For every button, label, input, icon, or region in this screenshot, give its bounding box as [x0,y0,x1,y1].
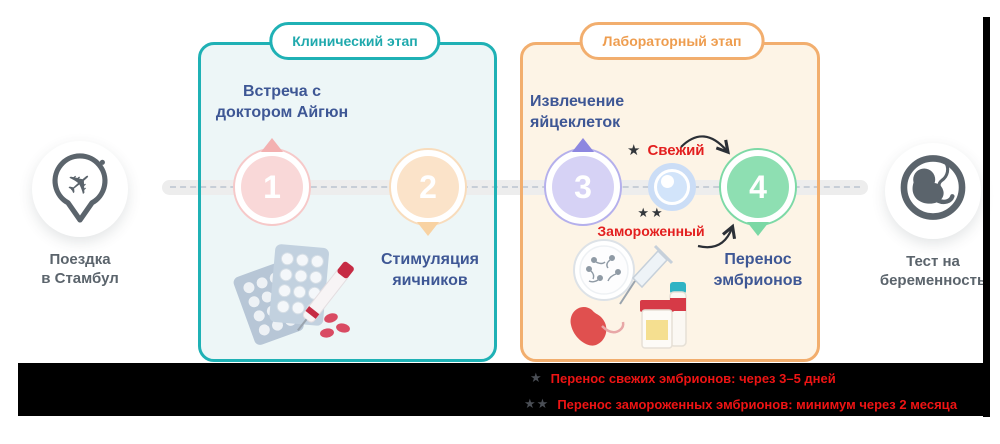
footnote-fresh: ★ Перенос свежих эмбрионов: через 3–5 дн… [530,370,836,386]
step-1-number: 1 [263,168,281,205]
fetus-icon [885,143,981,239]
step-2-circle: 2 [389,148,467,236]
step-4-title: Перенос эмбрионов [713,251,803,289]
step-1-title: Встреча с доктором Айгюн [215,83,349,121]
travel-pin-icon: ✈ [32,141,128,237]
laboratory-stage-badge: Лабораторный этап [579,22,765,60]
frozen-label: Замороженный [597,223,705,239]
step-2-number: 2 [419,168,437,205]
step-3-title: Извлечение яйцеклеток [530,93,625,131]
lab-equipment-illustration [570,239,687,349]
milestone-start: ✈ Поездка в Стамбул [27,141,133,289]
milestone-start-line2: в Стамбул [41,269,119,287]
redaction-stripe [983,17,990,417]
clinical-stage-badge: Клинический этап [269,22,441,60]
fresh-star-icon: ★ [627,142,641,159]
footnote-frozen: ★★ Перенос замороженных эмбрионов: миним… [524,396,957,412]
milestone-end-line1: Тест на [906,253,960,270]
redaction-bar [18,363,990,416]
step-4-pointer [747,222,769,236]
step-1-pointer [261,138,283,152]
footnote-fresh-text: Перенос свежих эмбрионов: через 3–5 дней [550,370,836,386]
footnote-fresh-star-icon: ★ [530,370,543,385]
step-1-circle: 1 [233,138,311,226]
egg-cell-inner [657,172,687,202]
milestone-start-label: Поездка в Стамбул [27,251,133,289]
milestone-end-label: Тест на беременность [870,253,996,291]
egg-cell-icon [648,163,696,211]
frozen-stars-icon: ★★ [637,205,665,220]
step-3-pointer [572,138,594,152]
step-3-circle: 3 [544,138,622,226]
medication-illustration [233,244,354,345]
footnote-frozen-text: Перенос замороженных эмбрионов: минимум … [557,396,958,412]
step-2-title: Стимуляция яичников [380,251,480,289]
step-2-pointer [417,222,439,236]
milestone-end: Тест на беременность [870,143,996,291]
timeline-dashed-line [170,186,860,188]
fresh-transfer-annotation: ★ Свежий [627,141,705,160]
frozen-transfer-annotation: ★★ Замороженный [597,205,705,239]
fresh-label: Свежий [647,141,705,159]
footnote-frozen-stars-icon: ★★ [524,396,550,411]
step-4-number: 4 [749,168,767,205]
step-4-circle: 4 [719,148,797,236]
milestone-end-line2: беременность [879,271,987,289]
milestone-start-line1: Поездка [49,251,111,268]
step-3-number: 3 [574,168,592,205]
